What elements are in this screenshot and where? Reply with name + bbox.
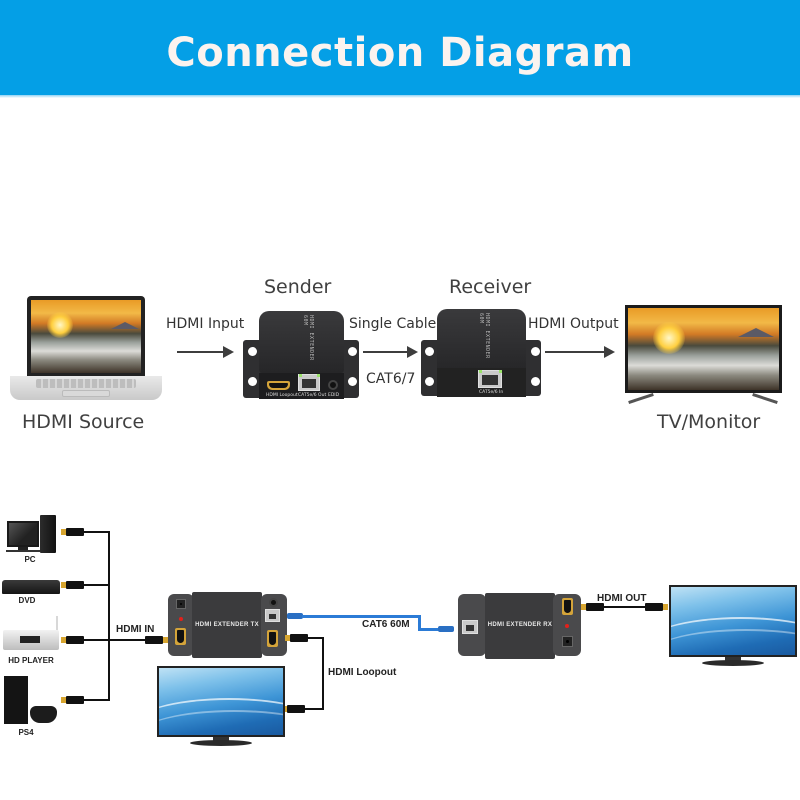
source-label-pc: PC — [24, 555, 36, 564]
tx-box-title: HDMI EXTENDER TX — [195, 622, 259, 628]
receiver-title: Receiver — [449, 276, 532, 298]
power-led — [179, 617, 183, 621]
hdmi-input-label: HDMI Input — [166, 316, 245, 332]
port-label: CAT5e/6 Out — [298, 393, 327, 398]
hdmi-source-label: HDMI Source — [22, 411, 145, 433]
edid-switch — [328, 380, 338, 390]
dc-power-port — [176, 599, 186, 609]
port-label: HDMI Loopout — [266, 393, 298, 398]
hdmi-in-label: HDMI IN — [116, 624, 155, 635]
port-label: EDID — [328, 393, 340, 398]
page-title: Connection Diagram — [166, 30, 634, 76]
rx-box-title: HDMI EXTENDER RX — [487, 622, 553, 628]
hdmi-output-port — [562, 598, 573, 615]
hdmi-input-port — [175, 628, 186, 645]
cat6-cable-label: CAT6 60M — [362, 619, 410, 630]
edid-switch — [269, 598, 278, 607]
port-label: CAT5e/6 In — [479, 390, 504, 395]
hdmi-loopout-label: HDMI Loopout — [328, 667, 397, 678]
sender-side-label: HDMI EXTENDER 60M — [302, 315, 314, 361]
hdmi-loopout-port — [267, 630, 278, 647]
tv-monitor-label: TV/Monitor — [657, 411, 761, 433]
source-label-hd-player: HD PLAYER — [8, 656, 54, 665]
rj45-out-port — [298, 374, 320, 391]
hdmi-in-plug — [145, 636, 168, 644]
power-led — [565, 624, 569, 628]
arrow-right-icon — [545, 346, 615, 358]
sender-title: Sender — [264, 276, 332, 298]
cable-type-label: CAT6/7 — [366, 371, 416, 387]
source-label-ps4: PS4 — [18, 728, 34, 737]
header-banner: Connection Diagram — [0, 0, 800, 95]
hdmi-out-label: HDMI OUT — [597, 593, 647, 604]
arrow-right-icon — [177, 346, 234, 358]
rj45-in-port — [478, 370, 502, 388]
dc-power-port — [562, 636, 573, 647]
header-divider — [0, 95, 800, 98]
single-cable-label: Single Cable — [349, 316, 437, 332]
hdmi-in-wire — [108, 639, 148, 641]
arrow-right-icon — [363, 346, 418, 358]
hdmi-output-label: HDMI Output — [528, 316, 619, 332]
hdmi-bus-wire — [108, 531, 110, 701]
rj45-in-port — [462, 620, 478, 634]
rj45-out-port — [265, 609, 280, 622]
hdmi-loopout-port — [267, 381, 290, 390]
source-label-dvd: DVD — [18, 596, 36, 605]
receiver-side-label: HDMI EXTENDER 60M — [478, 313, 490, 359]
